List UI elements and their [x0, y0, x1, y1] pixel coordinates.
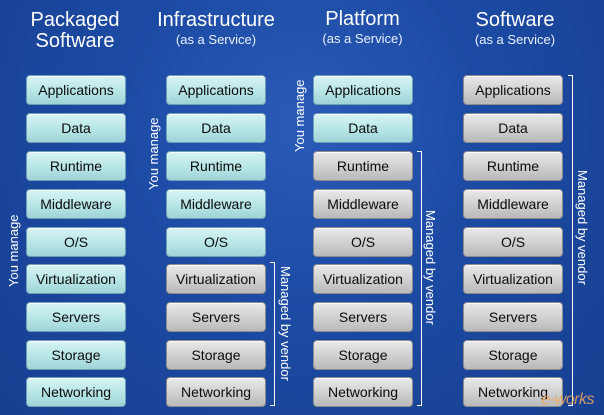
layer-servers: Servers	[26, 302, 126, 332]
layer-middleware: Middleware	[463, 189, 563, 219]
layer-middleware: Middleware	[26, 189, 126, 219]
column-title-line-1: Platform	[325, 8, 400, 30]
layer-data: Data	[313, 113, 413, 143]
column-title-line-1: Software	[475, 9, 555, 31]
column-title-packaged-software: Packaged Software	[15, 10, 135, 52]
stack-packaged-software: Applications Data Runtime Middleware O/S…	[26, 75, 128, 407]
column-title-line-2: Software	[35, 30, 115, 52]
layer-servers: Servers	[166, 302, 266, 332]
layer-storage: Storage	[313, 340, 413, 370]
layer-virtualization: Virtualization	[463, 264, 563, 294]
column-subtitle: (as a Service)	[322, 31, 403, 46]
layer-virtualization: Virtualization	[26, 264, 126, 294]
column-subtitle: (as a Service)	[175, 32, 257, 47]
layer-applications: Applications	[166, 75, 266, 105]
layer-data: Data	[166, 113, 266, 143]
stack-infrastructure: Applications Data Runtime Middleware O/S…	[166, 75, 268, 407]
column-title-platform: Platform (as a Service)	[300, 9, 425, 46]
managed-by-vendor-label: Managed by vendor	[423, 210, 438, 325]
layer-middleware: Middleware	[313, 189, 413, 219]
stack-software-saas: Applications Data Runtime Middleware O/S…	[463, 75, 565, 407]
vendor-bracket	[417, 151, 422, 406]
layer-virtualization: Virtualization	[313, 264, 413, 294]
layer-applications: Applications	[313, 75, 413, 105]
vendor-bracket	[568, 75, 573, 406]
layer-middleware: Middleware	[166, 189, 266, 219]
managed-by-vendor-label: Managed by vendor	[575, 170, 590, 285]
layer-networking: Networking	[26, 377, 126, 407]
layer-storage: Storage	[26, 340, 126, 370]
column-subtitle: (as a Service)	[474, 32, 556, 47]
vendor-bracket	[270, 262, 275, 406]
layer-os: O/S	[463, 227, 563, 257]
layer-storage: Storage	[463, 340, 563, 370]
layer-networking: Networking	[313, 377, 413, 407]
watermark-logo: e-works	[541, 391, 594, 408]
you-manage-label: You manage	[292, 79, 307, 152]
column-title-line-1: Infrastructure	[157, 9, 275, 31]
layer-applications: Applications	[26, 75, 126, 105]
layer-applications: Applications	[463, 75, 563, 105]
layer-networking: Networking	[463, 377, 563, 407]
layer-data: Data	[463, 113, 563, 143]
layer-data: Data	[26, 113, 126, 143]
layer-storage: Storage	[166, 340, 266, 370]
you-manage-label: You manage	[146, 117, 161, 190]
you-manage-label: You manage	[6, 214, 21, 287]
managed-by-vendor-label: Managed by vendor	[278, 266, 293, 381]
column-title-infrastructure: Infrastructure (as a Service)	[146, 10, 286, 47]
column-title-software-saas: Software (as a Service)	[455, 10, 575, 47]
stack-platform: Applications Data Runtime Middleware O/S…	[313, 75, 415, 407]
column-title-line-1: Packaged	[30, 9, 120, 31]
layer-runtime: Runtime	[313, 151, 413, 181]
layer-networking: Networking	[166, 377, 266, 407]
layer-runtime: Runtime	[463, 151, 563, 181]
layer-servers: Servers	[313, 302, 413, 332]
layer-runtime: Runtime	[26, 151, 126, 181]
layer-runtime: Runtime	[166, 151, 266, 181]
layer-virtualization: Virtualization	[166, 264, 266, 294]
layer-os: O/S	[26, 227, 126, 257]
layer-os: O/S	[313, 227, 413, 257]
layer-os: O/S	[166, 227, 266, 257]
layer-servers: Servers	[463, 302, 563, 332]
